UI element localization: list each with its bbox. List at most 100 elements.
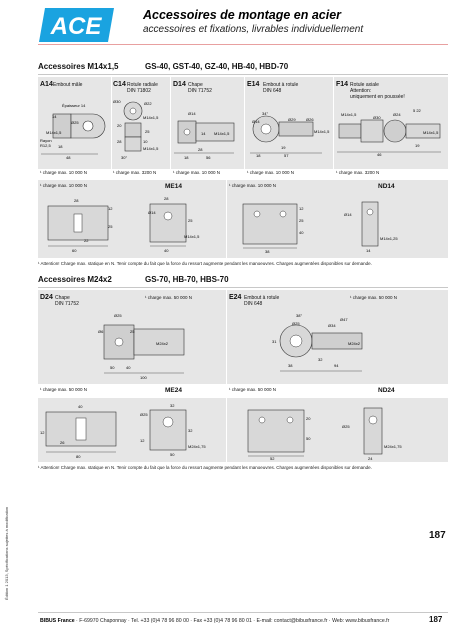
dim: 26 [60,440,65,445]
dim: 19 [281,145,286,150]
dim: 50 [170,452,175,457]
dim: 38 [265,249,270,254]
part-din-c14: DIN 71802 [127,88,151,94]
drawing-d14: Ø14 M14x1,5 14 28 56 18 [174,111,235,160]
brand-text: ACE [50,13,103,40]
dim: M14x1,5 [46,130,62,135]
dim: 40 [299,230,304,235]
dim: M14x1,5 [184,234,200,239]
part-note2-f14: uniquement en poussée! [350,94,405,100]
dim: 48 [66,155,71,160]
section1-rule [38,74,448,75]
dim: Ø14 [148,210,156,215]
dim: Ø25 [114,313,122,318]
section2-note: ¹ Attention! Charge max. statique en N. … [38,465,372,470]
page-subtitle: accessoires et fixations, livrables indi… [143,24,364,35]
dim: 25 [188,218,193,223]
drawing-nd14-front: 12 25 40 38 [242,203,304,254]
part-code-a14: A14 [40,81,53,88]
dim: 14 [366,248,371,253]
part-din-e24: DIN 648 [244,301,263,307]
dim: 14 [52,114,57,119]
dim: 32 [170,403,175,408]
dim: 34° [262,111,268,116]
charge-e24: ¹ charge max. 50 000 N [229,387,277,392]
part-note-f14: Attention: [350,88,372,94]
dim: 60 [72,248,77,253]
model-me14: ME14 [165,183,182,190]
page-title: Accessoires de montage en acier [143,8,342,22]
drawing-f14: M14x1,5 Ø30 Ø24 5 22 M14x1,5 46 19 [337,108,441,157]
page-number-footer: 187 [429,615,443,624]
dim: 25 [130,329,135,334]
drawing-me14-front: 28 12 25 22 60 [47,198,113,253]
dim: 25 [145,129,150,134]
charge-d24: ¹ charge max. 50 000 N [40,387,88,392]
dim: R12,5 [40,143,51,148]
dim: 40 [78,404,83,409]
part-din-e14: DIN 648 [263,88,282,94]
drawing-me24-side: 32 Ø25 32 12 50 M24x1,75 [140,403,206,457]
dim: Ø47 [340,317,348,322]
dim: M24x1,75 [188,444,206,449]
dim: M14x1,5 [423,130,439,135]
model-nd14: ND14 [378,183,395,190]
part-code-d24: D24 [40,294,53,301]
dim: Ø14 [344,212,352,217]
dim: Ø25 [140,412,148,417]
dim: 38° [296,313,302,318]
drawing-nd24-front: 20 50 52 [247,409,311,460]
dim: M14x1,5 [143,115,159,120]
dim: Ø34 [328,323,336,328]
part-name-d24: Chape [55,295,70,301]
dim: 50 [110,365,115,370]
dim: 32 [188,428,193,433]
dim: 31 [272,339,277,344]
dim: 18 [58,144,63,149]
divider [226,398,227,462]
dim: M14x1,5 [314,129,330,134]
part-code-e24: E24 [229,294,242,301]
drawing-nd14-side: Ø14 M14x1,25 14 [344,201,398,253]
dim: Ø14 [188,111,196,116]
dim: 12 [40,430,45,435]
dim: 28 [117,139,122,144]
dim: 57 [284,153,289,158]
charge-d14: ¹ charge max. 10 000 N [173,170,221,175]
part-code-f14: F14 [336,81,349,88]
dim: 19 [415,143,420,148]
dim: M14x1,5 [341,112,357,117]
section1-title: Accessoires M14x1,5 [38,62,119,71]
divider [226,290,227,384]
dim: 18 [184,155,189,160]
part-code-e14: E14 [247,81,260,88]
drawing-c14: Ø30 Ø22 M14x1,5 20 25 28 10 M14x1,5 30° [113,99,159,160]
part-din-d14: DIN 71752 [188,88,212,94]
divider [170,77,171,169]
divider [333,77,334,169]
drawing-a14: Épaisseur 14 14 Ø25 M14x1,5 Rayon R12,5 … [40,103,106,160]
drawing-e14: 34° Ø14 Ø29 Ø26 19 M14x1,5 57 18 [250,111,330,158]
dim: M24x1,75 [384,444,402,449]
model-me24: ME24 [165,387,182,394]
footer-contact: BIBUS France · F-69970 Chaponnay · Tel. … [40,618,389,624]
charge-c14: ¹ charge max. 3200 N [113,170,157,175]
dim: 100 [140,375,147,380]
dim: 40 [164,248,169,253]
drawing-me14-side: 28 Ø14 25 M14x1,5 40 [148,196,200,253]
part-name-a14: Embout mâle [53,82,83,88]
divider [244,77,245,169]
dim: Épaisseur 14 [62,103,86,108]
dim: 94 [334,363,339,368]
dim: Ø30 [113,99,121,104]
dim: 24 [368,456,373,460]
charge-f14: ¹ charge max. 3200 N [336,170,380,175]
part-code-c14: C14 [113,81,126,88]
dim: 12 [299,206,304,211]
drawing-d24: Ø25 Ø6 25 M24x2 50 100 40 [98,313,185,380]
dim: M14x1,25 [380,236,398,241]
dim: 22 [84,238,89,243]
header-rule [38,44,448,45]
dim: M14x1,5 [143,146,159,151]
part-code-d14: D14 [173,81,186,88]
